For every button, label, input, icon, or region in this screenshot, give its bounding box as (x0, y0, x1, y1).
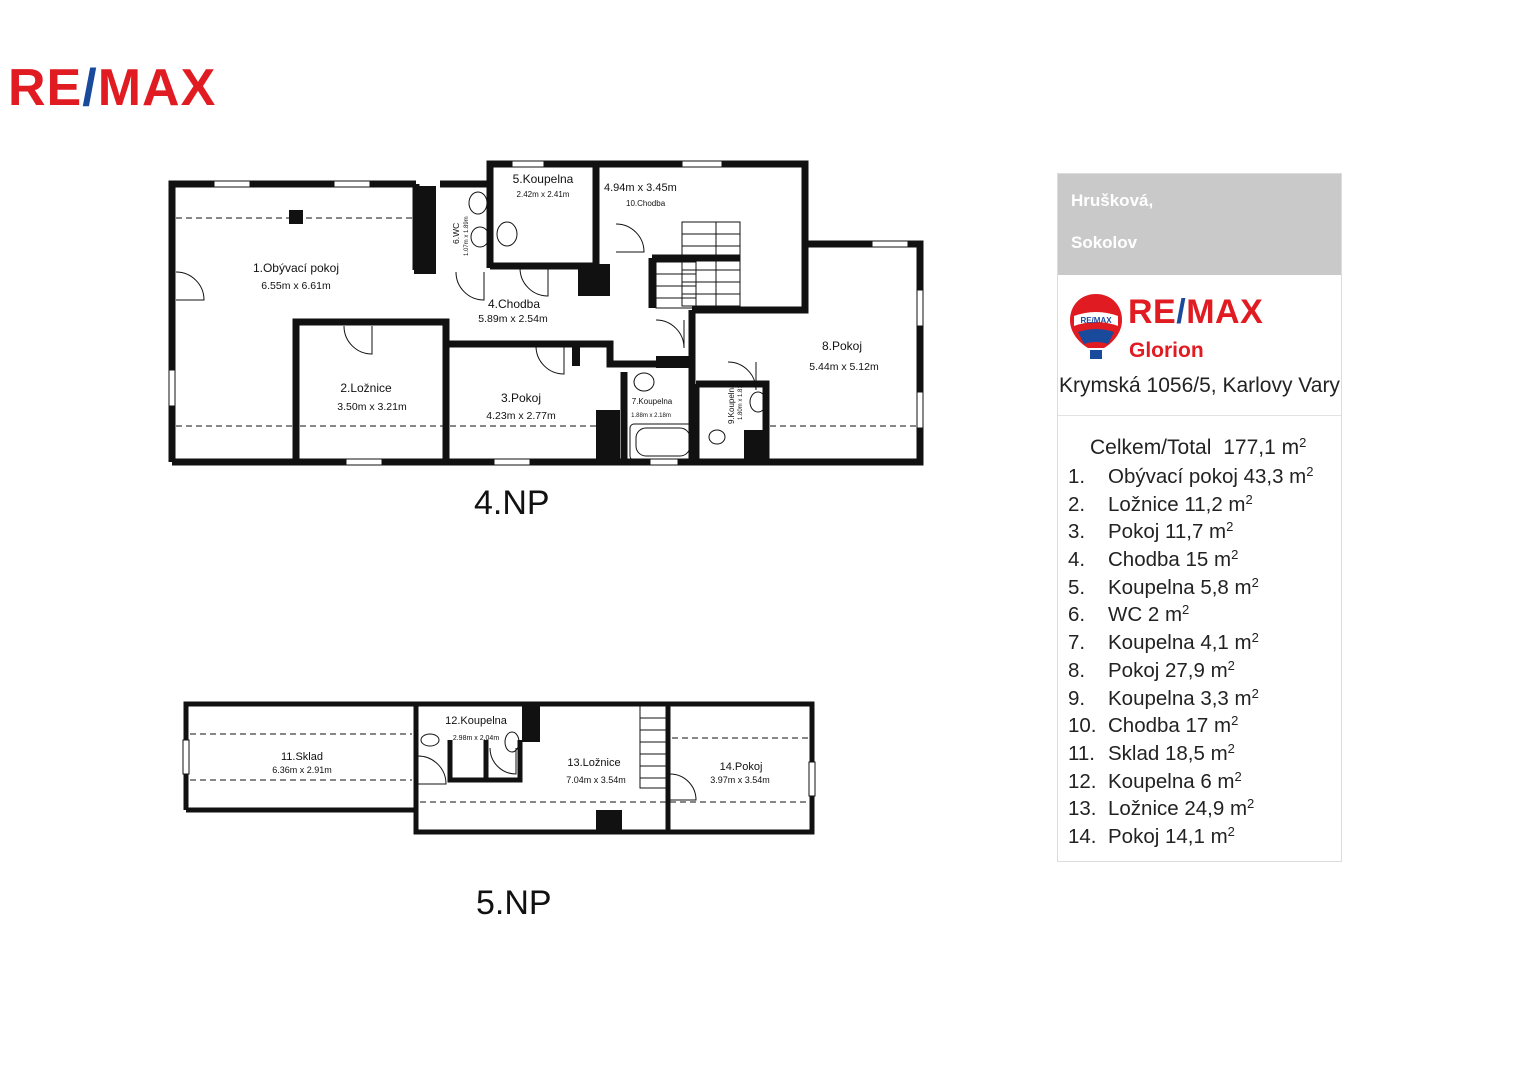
room-10-dim: 4.94m x 3.45m (604, 182, 677, 194)
wall (447, 740, 489, 783)
room-7-name: 7.Koupelna (632, 397, 673, 406)
floor-4np-labels: 1.Obývací pokoj 6.55m x 6.61m 2.Ložnice … (253, 172, 879, 424)
room-5-dim: 2.42m x 2.41m (517, 190, 570, 199)
area-list: 1.Obývací pokoj 43,3 m2 2.Ložnice 11,2 m… (1068, 464, 1338, 853)
area-item: 9.Koupelna 3,3 m2 (1068, 685, 1259, 710)
total-label: Celkem/Total (1090, 436, 1212, 459)
area-item: 7.Koupelna 4,1 m2 (1068, 630, 1259, 655)
agency-logo: RE/MAX (1128, 295, 1263, 329)
room-9-dim: 1.80m x 1.81m (738, 380, 744, 420)
agency-logo-max: MAX (1186, 293, 1264, 331)
room-6-dim: 1.07m x 1.89m (464, 216, 470, 256)
area-item: 2.Ložnice 11,2 m2 (1068, 491, 1253, 516)
wall (292, 318, 450, 462)
agency-address: Krymská 1056/5, Karlovy Vary (1059, 374, 1340, 397)
room-3-dim: 4.23m x 2.77m (486, 410, 556, 422)
room-9-name: 9.Koupelna (727, 383, 736, 424)
room-5-name: 5.Koupelna (513, 172, 574, 186)
room-4-name: 4.Chodba (488, 297, 540, 311)
room-11-dim: 6.36m x 2.91m (272, 765, 332, 775)
floor-label-4np: 4.NP (474, 484, 550, 522)
balloon-icon: RE/MAX (1070, 294, 1122, 359)
agency-block: RE/MAX RE/MAX Glorion Krymská 1056/5, Ka… (1058, 275, 1341, 416)
agency-logo-re: RE (1128, 293, 1177, 331)
floor-5np-windows (182, 739, 816, 797)
room-10-name: 10.Chodba (626, 199, 666, 208)
floor-5np-walls (183, 701, 815, 835)
area-item: 4.Chodba 15 m2 (1068, 547, 1239, 572)
floor-5np-labels: 11.Sklad 6.36m x 2.91m 12.Koupelna 2.98m… (272, 715, 770, 785)
area-item: 5.Koupelna 5,8 m2 (1068, 574, 1259, 599)
area-item: 11.Sklad 18,5 m2 (1068, 740, 1235, 765)
area-item: 3.Pokoj 11,7 m2 (1068, 519, 1234, 544)
wall (446, 340, 692, 368)
floor-4np-pillars (289, 186, 766, 460)
area-item: 13.Ložnice 24,9 m2 (1068, 796, 1255, 821)
floor-4np-windows (168, 160, 924, 466)
location-street: Hrušková, (1071, 191, 1154, 210)
room-14-dim: 3.97m x 3.54m (710, 775, 770, 785)
room-2-name: 2.Ložnice (340, 381, 392, 395)
room-8-name: 8.Pokoj (822, 339, 862, 353)
room-13-name: 13.Ložnice (567, 757, 620, 769)
logo-text-re: RE (8, 59, 83, 117)
room-8-dim: 5.44m x 5.12m (809, 361, 879, 373)
area-item: 10.Chodba 17 m2 (1068, 713, 1239, 738)
agency-logo-slash: / (1176, 293, 1187, 331)
room-1-name: 1.Obývací pokoj (253, 261, 339, 275)
area-item: 1.Obývací pokoj 43,3 m2 (1068, 464, 1314, 488)
room-12-name: 12.Koupelna (445, 715, 508, 727)
area-item: 12.Koupelna 6 m2 (1068, 768, 1242, 793)
location-city: Sokolov (1071, 233, 1138, 252)
room-11-name: 11.Sklad (281, 751, 323, 763)
room-2-dim: 3.50m x 3.21m (337, 401, 407, 413)
room-12-dim: 2.98m x 2.04m (453, 735, 499, 742)
balloon-label: RE/MAX (1080, 316, 1112, 325)
remax-logo: RE/MAX (8, 62, 216, 114)
logo-slash: / (82, 59, 98, 117)
room-13-dim: 7.04m x 3.54m (566, 775, 626, 785)
wall (486, 740, 523, 783)
wall (692, 244, 809, 314)
info-card: Hrušková, Sokolov RE/MAX RE/MAX Glorion … (1057, 173, 1342, 862)
location-header: Hrušková, Sokolov (1058, 174, 1341, 275)
room-3-name: 3.Pokoj (501, 391, 541, 405)
total-unit-sup: 2 (1299, 435, 1307, 450)
logo-text-max: MAX (97, 59, 217, 117)
area-item: 14.Pokoj 14,1 m2 (1068, 823, 1235, 848)
room-7-dim: 1.88m x 2.18m (631, 413, 671, 419)
room-4-dim: 5.89m x 2.54m (478, 313, 548, 325)
total-area: Celkem/Total 177,1 m2 (1090, 435, 1307, 460)
floor-5np-details (190, 705, 808, 803)
floor-5np-pillars (522, 706, 622, 830)
area-item: 8.Pokoj 27,9 m2 (1068, 657, 1235, 682)
floor-label-5np: 5.NP (476, 884, 552, 922)
room-6-name: 6.WC (451, 223, 461, 244)
total-value: 177,1 m (1223, 436, 1300, 459)
room-14-name: 14.Pokoj (720, 761, 763, 773)
room-1-dim: 6.55m x 6.61m (261, 280, 331, 292)
floor-plans: 1.Obývací pokoj 6.55m x 6.61m 2.Ložnice … (168, 160, 924, 835)
agency-name: Glorion (1129, 339, 1204, 362)
area-item: 6.WC 2 m2 (1068, 602, 1190, 627)
